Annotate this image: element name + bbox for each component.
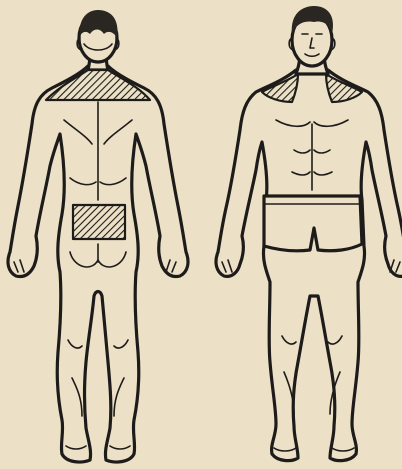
- front-view-figure: [216, 6, 402, 461]
- front-view-body-outline: [216, 70, 402, 461]
- back-view-figure: [8, 10, 188, 462]
- back-view-hatch-lower: [73, 205, 125, 239]
